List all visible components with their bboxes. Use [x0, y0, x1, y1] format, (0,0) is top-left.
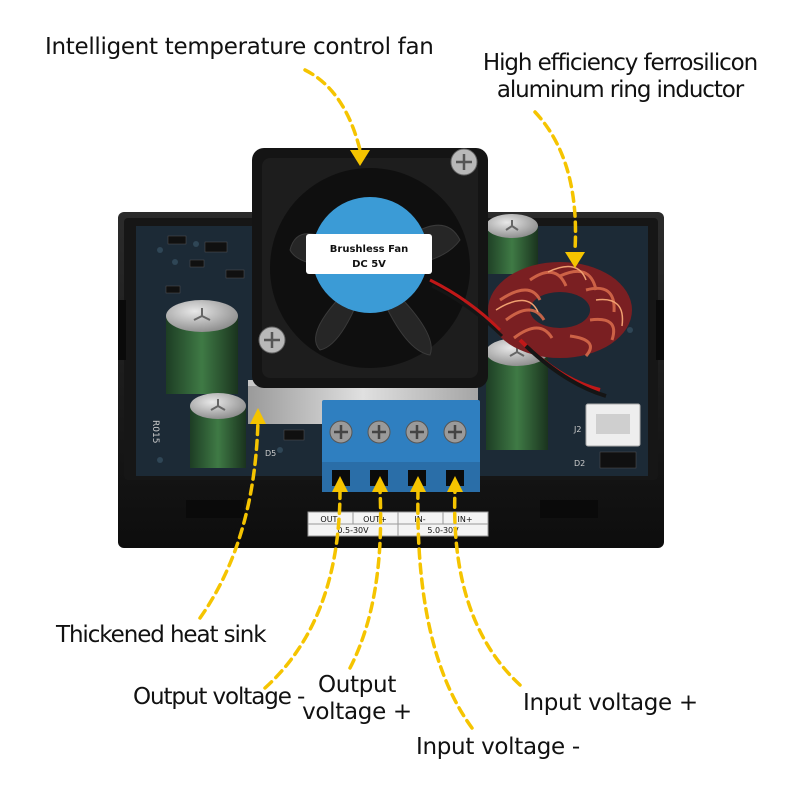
arrowhead-icon	[332, 476, 348, 492]
label-output-plus: Output voltage +	[302, 672, 412, 726]
screw-icon	[258, 326, 286, 354]
callout-line-input-plus	[452, 488, 522, 687]
callout-line-heat-sink	[198, 418, 260, 620]
toroid-inductor	[488, 262, 632, 398]
connector-j2	[585, 403, 641, 447]
capacitor-left-top	[166, 300, 238, 394]
terminal-label-sticker: OUT- OUT+ IN- IN+ 0.5-30V 5.0-30V	[307, 511, 489, 537]
fan-sticker-text: Brushless Fan	[330, 244, 408, 255]
callout-arrowheads	[250, 150, 585, 492]
label-inductor-line2: aluminum ring inductor	[496, 77, 744, 104]
capacitor-right-bottom	[486, 338, 548, 450]
callout-line-output-minus	[263, 488, 342, 690]
callout-line-fan	[303, 68, 362, 152]
terminal-label-out-minus: OUT-	[320, 515, 339, 524]
label-input-plus: Input voltage +	[523, 690, 698, 716]
callout-line-output-plus	[348, 488, 383, 670]
screw-icon	[450, 148, 478, 176]
label-heat-sink: Thickened heat sink	[56, 622, 267, 648]
callout-line-input-minus	[416, 488, 474, 730]
terminal-in-range: 5.0-30V	[427, 526, 459, 535]
terminal-label-in-plus: IN+	[457, 515, 472, 524]
arrowhead-icon	[250, 408, 266, 424]
arrowhead-icon	[447, 476, 463, 492]
label-input-minus: Input voltage -	[416, 734, 580, 760]
terminal-label-in-minus: IN-	[414, 515, 425, 524]
pcb-mark-d5: D5	[265, 449, 276, 458]
terminal-block	[322, 400, 480, 492]
fan-sticker-voltage: DC 5V	[352, 259, 386, 270]
capacitor-right-top	[486, 214, 538, 274]
callout-arrows	[198, 68, 578, 730]
cooling-fan: Brushless Fan DC 5V	[252, 148, 504, 388]
label-inductor-line1: High efficiency ferrosilicon	[482, 50, 758, 76]
pcb-mark-d2: D2	[574, 459, 585, 468]
pcb-mark-r015: R015	[150, 420, 160, 443]
terminal-label-out-plus: OUT+	[363, 515, 387, 524]
capacitor-left-bottom	[190, 393, 246, 468]
label-output-plus-line2: voltage +	[302, 699, 412, 726]
arrowhead-icon	[410, 476, 426, 492]
arrowhead-icon	[372, 476, 388, 492]
label-output-minus: Output voltage -	[133, 684, 305, 710]
terminal-out-range: 0.5-30V	[337, 526, 369, 535]
label-fan: Intelligent temperature control fan	[45, 34, 434, 60]
label-inductor: High efficiency ferrosilicon aluminum ri…	[470, 50, 770, 104]
callout-line-inductor	[533, 110, 578, 252]
arrowhead-icon	[565, 252, 585, 268]
label-output-plus-line1: Output	[317, 672, 397, 698]
arrowhead-icon	[350, 150, 370, 166]
pcb-mark-j2: J2	[573, 425, 581, 434]
